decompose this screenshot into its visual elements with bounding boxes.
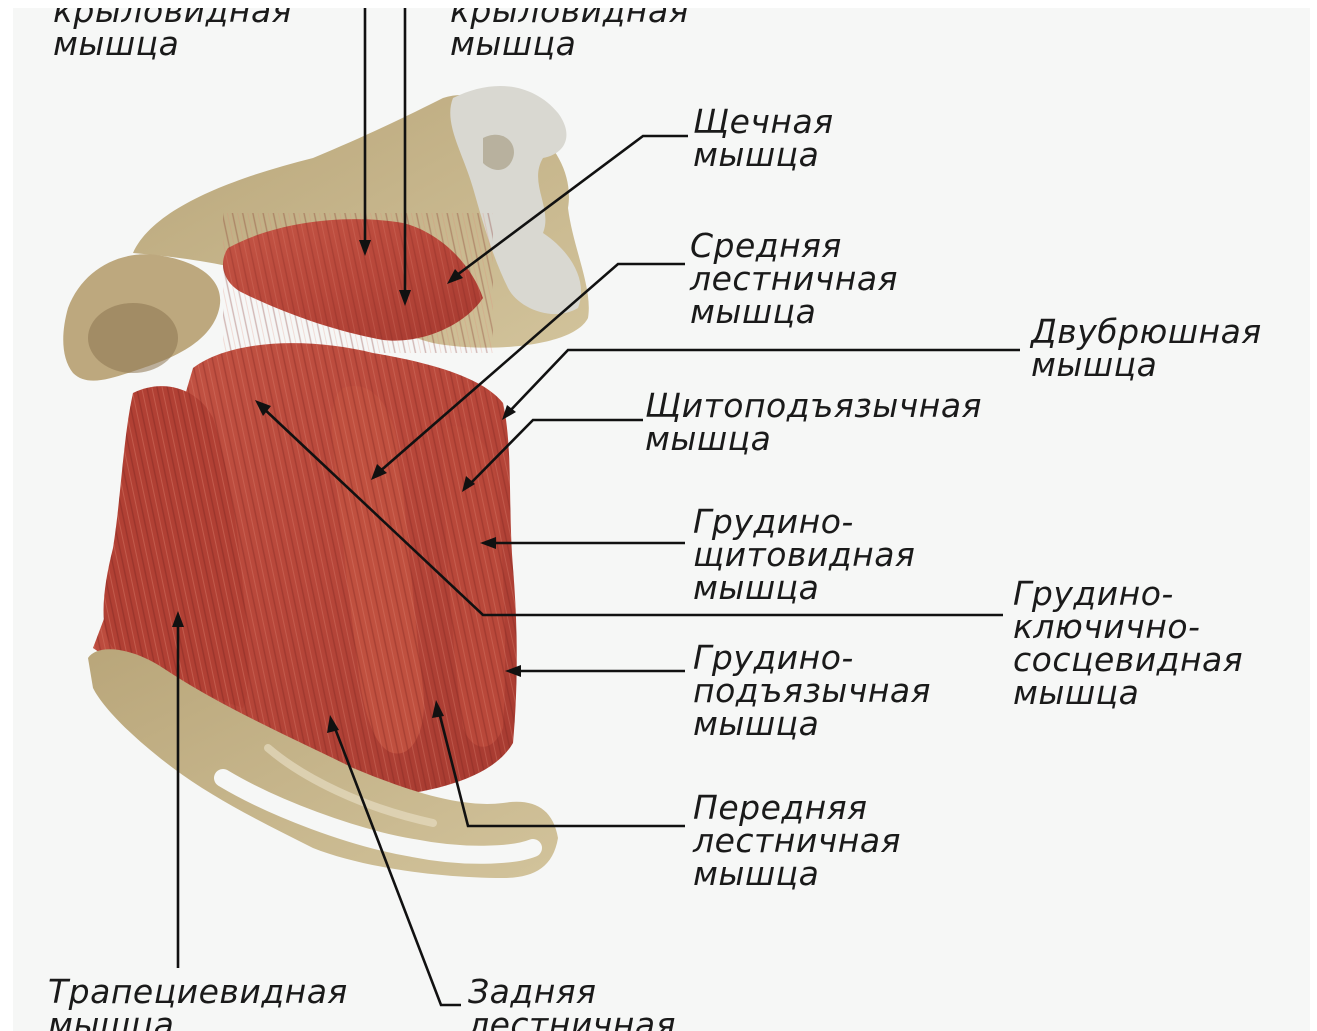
label-buccal-muscle: Щечная мышца — [693, 105, 834, 171]
label-trapezius: Трапециевидная мышца — [48, 975, 348, 1031]
label-sternohyoid: Грудино- подъязычная мышца — [693, 641, 931, 740]
neck-muscles-illustration — [13, 8, 1310, 1031]
figure-background: крыловидная мышца крыловидная мышца Щечн… — [13, 8, 1310, 1031]
label-pterygoid-left: крыловидная мышца — [53, 8, 292, 60]
label-sternothyroid: Грудино- щитовидная мышца — [693, 505, 915, 604]
label-thyrohyoid: Щитоподъязычная мышца — [645, 389, 982, 455]
label-posterior-scalene: Задняя лестничная — [468, 975, 676, 1031]
label-anterior-scalene: Передняя лестничная мышца — [693, 791, 901, 890]
label-sternocleidomastoid: Грудино- ключично- сосцевидная мышца — [1013, 577, 1243, 709]
label-pterygoid-right: крыловидная мышца — [450, 8, 689, 60]
label-middle-scalene: Средняя лестничная мышца — [690, 229, 898, 328]
label-digastric: Двубрюшная мышца — [1031, 315, 1262, 381]
